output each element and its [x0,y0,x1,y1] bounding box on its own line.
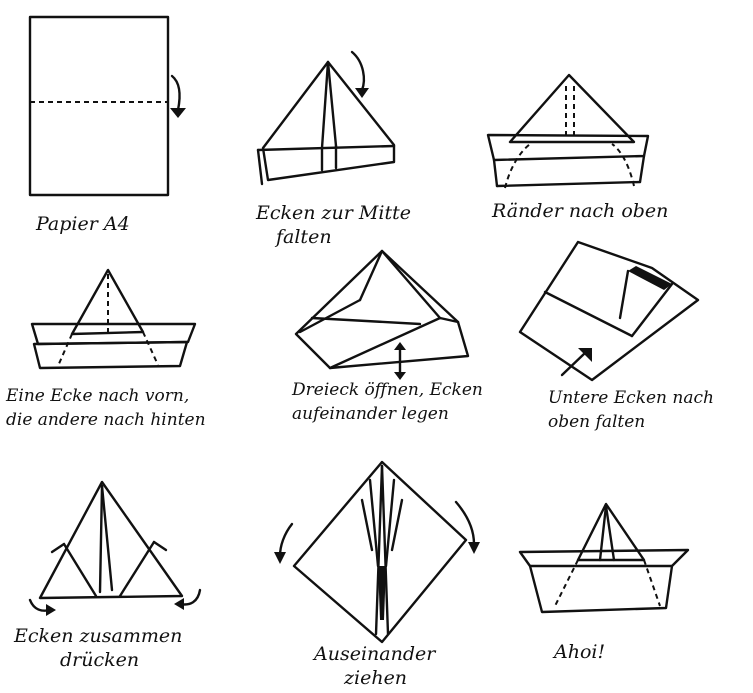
caption-step-5: Dreieck öffnen, Ecken aufeinander legen [292,378,483,426]
caption-step-6: Untere Ecken nach oben falten [548,386,714,434]
caption-line: Dreieck öffnen, Ecken [292,378,483,402]
caption-line: Ränder nach oben [492,199,668,223]
caption-line: Auseinander [314,642,435,666]
caption-line: drücken [14,648,182,672]
caption-step-9: Ahoi! [554,640,605,664]
step-4-hat-shape [32,270,195,368]
caption-step-7: Ecken zusammen drücken [14,624,182,672]
push-arrow-right-icon [174,598,184,610]
caption-line: Eine Ecke nach vorn, [6,384,206,408]
fold-arrow-icon [355,88,369,98]
caption-line: Ecken zusammen [14,624,182,648]
caption-step-8: Auseinander ziehen [314,642,435,690]
caption-line: aufeinander legen [292,402,483,426]
caption-step-4: Eine Ecke nach vorn, die andere nach hin… [6,384,206,432]
caption-line: oben falten [548,410,714,434]
push-arrow-left-icon [46,604,56,616]
double-arrow-up-icon [394,342,406,350]
fold-up-arrow-icon [578,348,592,362]
caption-line: Papier A4 [36,212,130,236]
step-7-press-together [30,482,200,616]
step-3-brims-up [488,75,648,188]
step-9-paper-boat [520,504,688,612]
step-1-paper-sheet [30,17,186,195]
step-2-fold-corners [258,52,394,184]
caption-line: die andere nach hinten [6,408,206,432]
caption-line: Ecken zur Mitte [256,201,411,225]
caption-line: ziehen [314,666,435,690]
fold-down-arrow-icon [170,108,186,118]
caption-line: Ahoi! [554,640,605,664]
caption-line: falten [256,225,411,249]
caption-step-1: Papier A4 [36,212,130,236]
step-5-open-triangle [296,251,468,380]
caption-line: Untere Ecken nach [548,386,714,410]
pull-arrow-left-icon [274,552,286,564]
step-6-diamond-fold [520,242,698,380]
step-8-pull-apart [274,462,480,642]
caption-step-3: Ränder nach oben [492,199,668,223]
pull-arrow-right-icon [468,542,480,554]
caption-step-2: Ecken zur Mitte falten [256,201,411,249]
